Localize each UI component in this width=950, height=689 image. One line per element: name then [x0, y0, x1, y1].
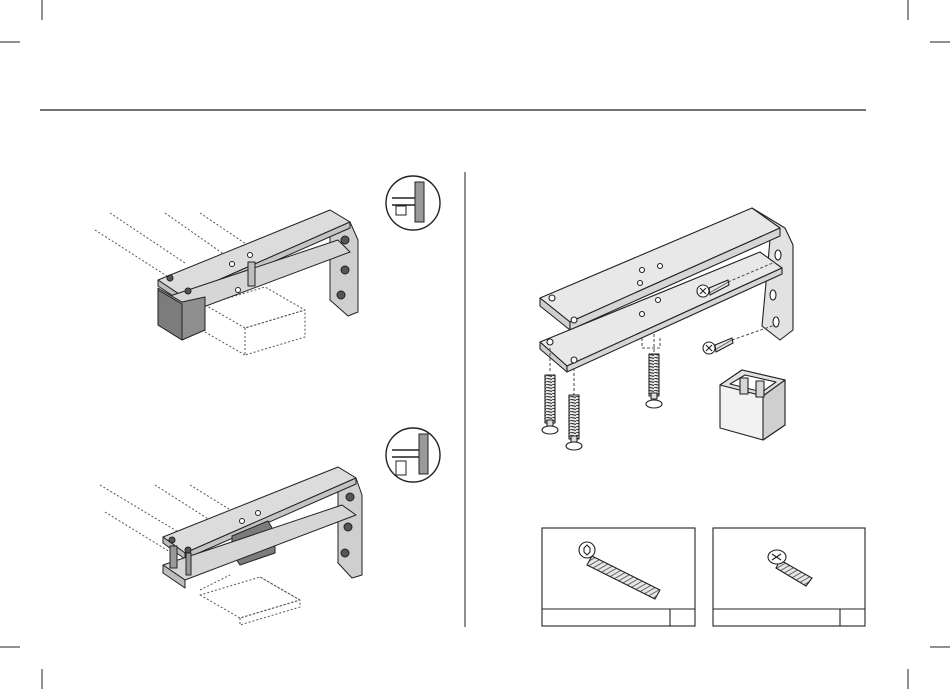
spacer-block — [720, 370, 785, 440]
bracket-assembly-top — [95, 210, 358, 355]
bolt-part-box — [542, 528, 695, 626]
bolt-icon — [646, 354, 662, 408]
clearance-detail-icon — [386, 428, 440, 482]
ghost-tube — [200, 575, 300, 625]
screw-icon — [703, 338, 733, 354]
bracket-assembly-bottom — [100, 467, 362, 625]
bolt-icon — [566, 395, 582, 450]
bolt-icon — [542, 375, 558, 434]
clearance-detail-icon — [386, 176, 440, 230]
exploded-hardware-view — [540, 208, 793, 450]
screw-part-box — [713, 528, 865, 626]
